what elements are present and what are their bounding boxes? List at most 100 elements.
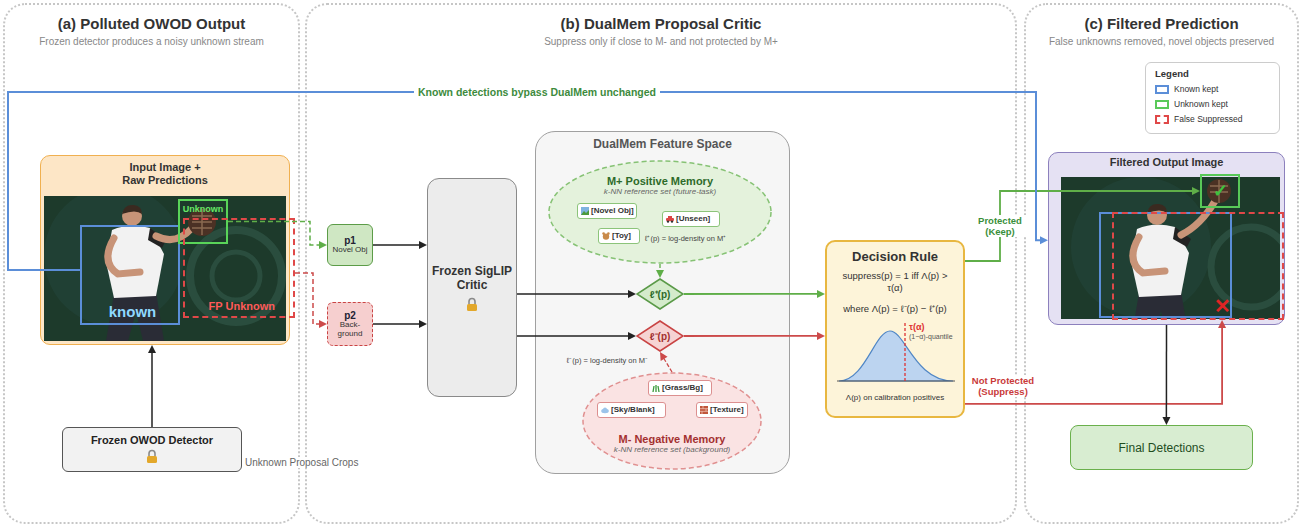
illustration-part <box>839 331 953 381</box>
node-text: τ(α) <box>909 323 925 333</box>
connector <box>517 290 636 298</box>
illustration-part <box>149 451 155 457</box>
score-diamond: ℓ⁺(p) <box>636 278 684 310</box>
decision-box: Decision Rule suppress(p) = 1 iff Λ(p) > … <box>825 240 965 418</box>
illustration-part <box>108 238 140 274</box>
node-text: DualMem Feature Space <box>536 137 789 151</box>
label-box: ℓ⁺(p) = log-density on M⁺ <box>645 233 726 243</box>
connector <box>684 332 825 340</box>
final-box: Final Detections <box>1070 425 1253 470</box>
edge-label: Protected (Keep) <box>969 215 1031 238</box>
node-text: Frozen SigLIP Critic <box>429 264 515 293</box>
node-text: ✕ <box>1214 296 1231 316</box>
node-text: suppress(p) = 1 iff Λ(p) > τ(α) <box>843 270 948 294</box>
illustration-part <box>607 232 610 235</box>
memory-item: [Toy] <box>598 228 640 244</box>
connector <box>373 241 427 249</box>
edge-label: Not Protected (Suppress) <box>967 375 1039 398</box>
memory-item: [Grass/Bg] <box>648 380 712 396</box>
legend-swatch <box>1155 100 1169 109</box>
edge-label-box: Known detections bypass DualMem unchange… <box>414 86 660 98</box>
node-text: Final Detections <box>1118 441 1204 455</box>
arrowhead <box>628 290 636 298</box>
illustration-part <box>1133 237 1165 273</box>
bell-curve-chart <box>835 319 957 389</box>
connector-line <box>684 335 818 337</box>
arrowhead <box>628 332 636 340</box>
connector-line <box>228 222 320 246</box>
legend-swatch <box>1155 115 1169 124</box>
connector-line <box>8 92 1041 270</box>
connector-line <box>965 327 1222 404</box>
note-label: Unknown Proposal Crops <box>243 457 360 468</box>
toy-icon <box>602 232 610 240</box>
connector-line <box>295 273 320 324</box>
node-text: known <box>87 304 178 321</box>
suppressed-box: ✕ <box>1112 212 1284 320</box>
node-text: [Texture] <box>710 406 744 414</box>
memory-item: [Sky/Blank] <box>597 402 666 418</box>
legend-row: False Suppressed <box>1155 114 1243 124</box>
panel: (a) Polluted OWOD OutputFrozen detector … <box>3 3 300 524</box>
connector <box>373 320 427 328</box>
node-text: ℓ⁺(p) <box>650 287 671 301</box>
node-text: (a) Polluted OWOD Output <box>5 15 298 32</box>
arrowhead <box>319 241 327 249</box>
illustration-part <box>581 210 589 215</box>
formula-label: ℓ⁻(p) = log-density on M⁻ <box>548 355 648 365</box>
node-text: [Novel Obj] <box>591 207 634 215</box>
illustration-part <box>1210 180 1228 203</box>
diamond-outline <box>637 321 683 351</box>
illustration-part <box>581 207 589 215</box>
connector <box>965 187 1200 261</box>
node-text: Λ(p) on calibration positives <box>827 393 963 402</box>
illustration-part <box>668 216 672 219</box>
node-text: Novel Obj <box>332 246 367 255</box>
output-panel: Filtered Output Image✓✕ <box>1048 152 1285 325</box>
label-box: Unknown Proposal Crops <box>243 457 360 468</box>
connector-line <box>1166 325 1168 418</box>
illustration-part <box>700 406 708 414</box>
ellipse-outline <box>549 161 771 263</box>
illustration-part <box>700 406 708 414</box>
critic-box: Frozen SigLIP Critic <box>427 178 517 397</box>
illustration-part <box>653 385 659 392</box>
unknown-box: Unknown <box>178 199 228 244</box>
cloud-icon <box>601 406 609 414</box>
legend-row: Known kept <box>1155 84 1218 94</box>
node-text: Decision Rule <box>827 249 963 264</box>
label-box: ℓ⁻(p) = log-density on M⁻ <box>548 355 648 365</box>
arrowhead <box>660 352 668 361</box>
ellipse-outline <box>583 373 761 469</box>
known-box: known <box>80 225 180 325</box>
connector <box>1162 325 1170 425</box>
illustration-part <box>1100 213 1231 317</box>
output-photo <box>1061 177 1280 319</box>
score-diamond: ℓ⁻(p) <box>636 320 684 352</box>
illustration-part <box>1131 201 1215 319</box>
connector <box>517 332 636 340</box>
brick-icon <box>700 406 708 414</box>
legend-text: Unknown kept <box>1174 99 1228 109</box>
node-text: where Λ(p) = ℓ⁻(p) − ℓ⁺(p) <box>827 302 963 315</box>
connector-line <box>517 335 629 337</box>
node-text: [Toy] <box>612 232 631 240</box>
legend-text: Known kept <box>1174 84 1218 94</box>
arrowhead <box>656 270 664 278</box>
node-text: M- Negative Memory <box>619 433 726 445</box>
image-panel: Input Image + Raw PredictionsknownUnknow… <box>40 155 290 345</box>
node-text: ℓ⁻(p) <box>650 329 671 343</box>
arrowhead <box>1040 236 1048 244</box>
node-text: M+ Positive Memory <box>607 175 713 187</box>
connector-line <box>664 358 672 372</box>
illustration-part <box>1211 227 1280 307</box>
detector-box: Frozen OWOD Detector <box>62 427 242 472</box>
node-text: (c) Filtered Prediction <box>1026 15 1297 32</box>
illustration-part <box>904 323 905 381</box>
illustration-part <box>837 380 955 381</box>
illustration-part <box>603 408 607 412</box>
chart-area: τ(α)(1−α)-quantile <box>827 319 963 391</box>
legend-swatch <box>1155 85 1169 94</box>
feature-space-box: DualMem Feature SpaceM+ Positive Memoryk… <box>535 131 790 474</box>
illustration-part <box>602 232 605 235</box>
